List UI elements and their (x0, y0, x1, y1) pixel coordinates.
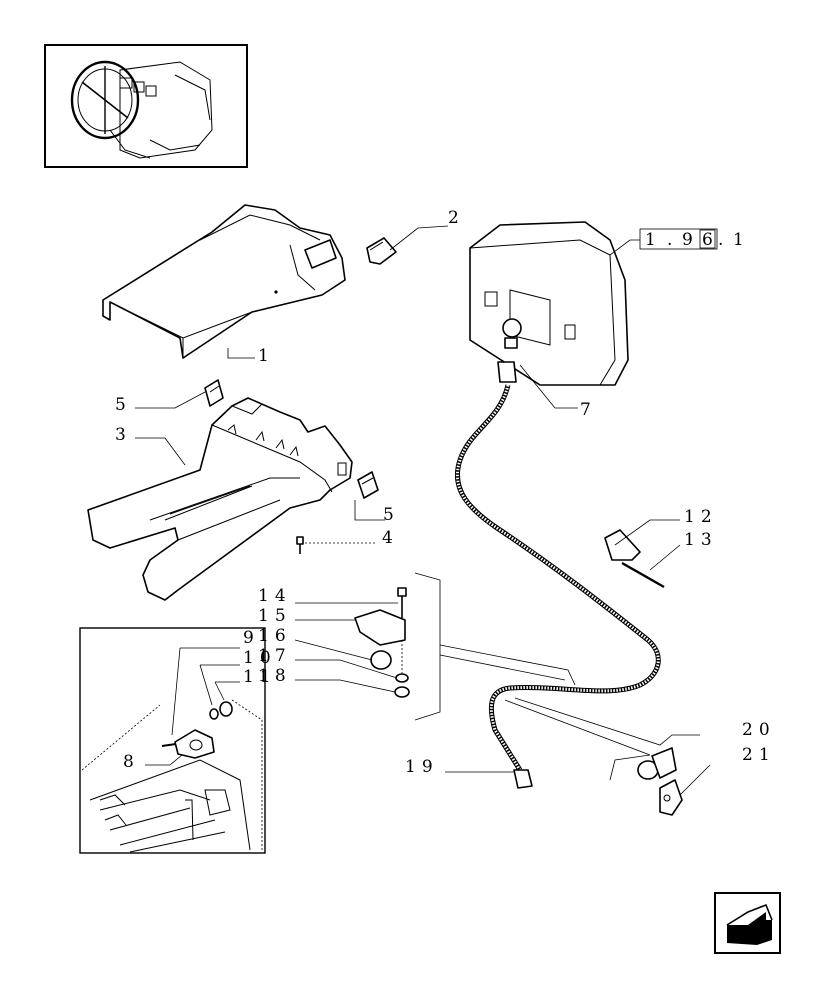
flexible-cable (454, 384, 661, 789)
label-7: 7 (580, 400, 597, 420)
reference-part-2: 9 (682, 230, 699, 250)
label-20: 20 (742, 720, 776, 740)
label-21: 21 (742, 745, 776, 765)
display-monitor (469, 221, 629, 386)
label-13: 13 (684, 530, 718, 550)
label-5-lower: 5 (383, 505, 400, 525)
reference-part-4: 1 (733, 230, 750, 250)
label-1: 1 (258, 346, 275, 366)
callout-labels: 2 1 5 3 7 5 12 4 13 14 15 9 16 10 17 11 … (115, 208, 776, 777)
screw (296, 536, 304, 554)
mount-assembly (354, 587, 410, 698)
label-4: 4 (382, 528, 399, 548)
detail-inset (79, 627, 266, 854)
leader-lines (135, 225, 711, 796)
label-5-upper: 5 (115, 395, 132, 415)
label-3: 3 (115, 425, 132, 445)
page-reference[interactable]: 1 . 9 6 . 1 (639, 228, 750, 250)
upper-column-cover (102, 204, 346, 359)
grommet-plug-lower (357, 471, 379, 499)
label-9: 9 (243, 628, 260, 648)
label-12: 12 (684, 507, 718, 527)
cable-clamp (637, 747, 683, 816)
lower-column-shroud (87, 397, 353, 601)
reference-dot-1: . (667, 230, 678, 250)
label-19: 19 (405, 757, 439, 777)
label-18: 18 (258, 666, 292, 686)
label-14: 14 (258, 586, 292, 606)
label-15: 15 (258, 606, 292, 626)
label-2: 2 (448, 208, 465, 228)
cable-bracket (604, 529, 665, 589)
tractor-cab-steering-thumbnail-icon[interactable] (44, 44, 248, 168)
label-17: 17 (258, 646, 292, 666)
cap-plug (366, 237, 397, 265)
reference-part-1: 1 (645, 230, 662, 250)
reference-dot-2: . (718, 230, 729, 250)
label-10: 10 (243, 648, 277, 668)
label-11: 11 (243, 667, 277, 687)
label-16: 16 (258, 626, 292, 646)
reference-part-3: 6 (702, 230, 719, 250)
label-8: 8 (123, 752, 140, 772)
grommet-plug-upper (204, 379, 224, 407)
next-page-arrow-icon[interactable] (714, 892, 781, 954)
